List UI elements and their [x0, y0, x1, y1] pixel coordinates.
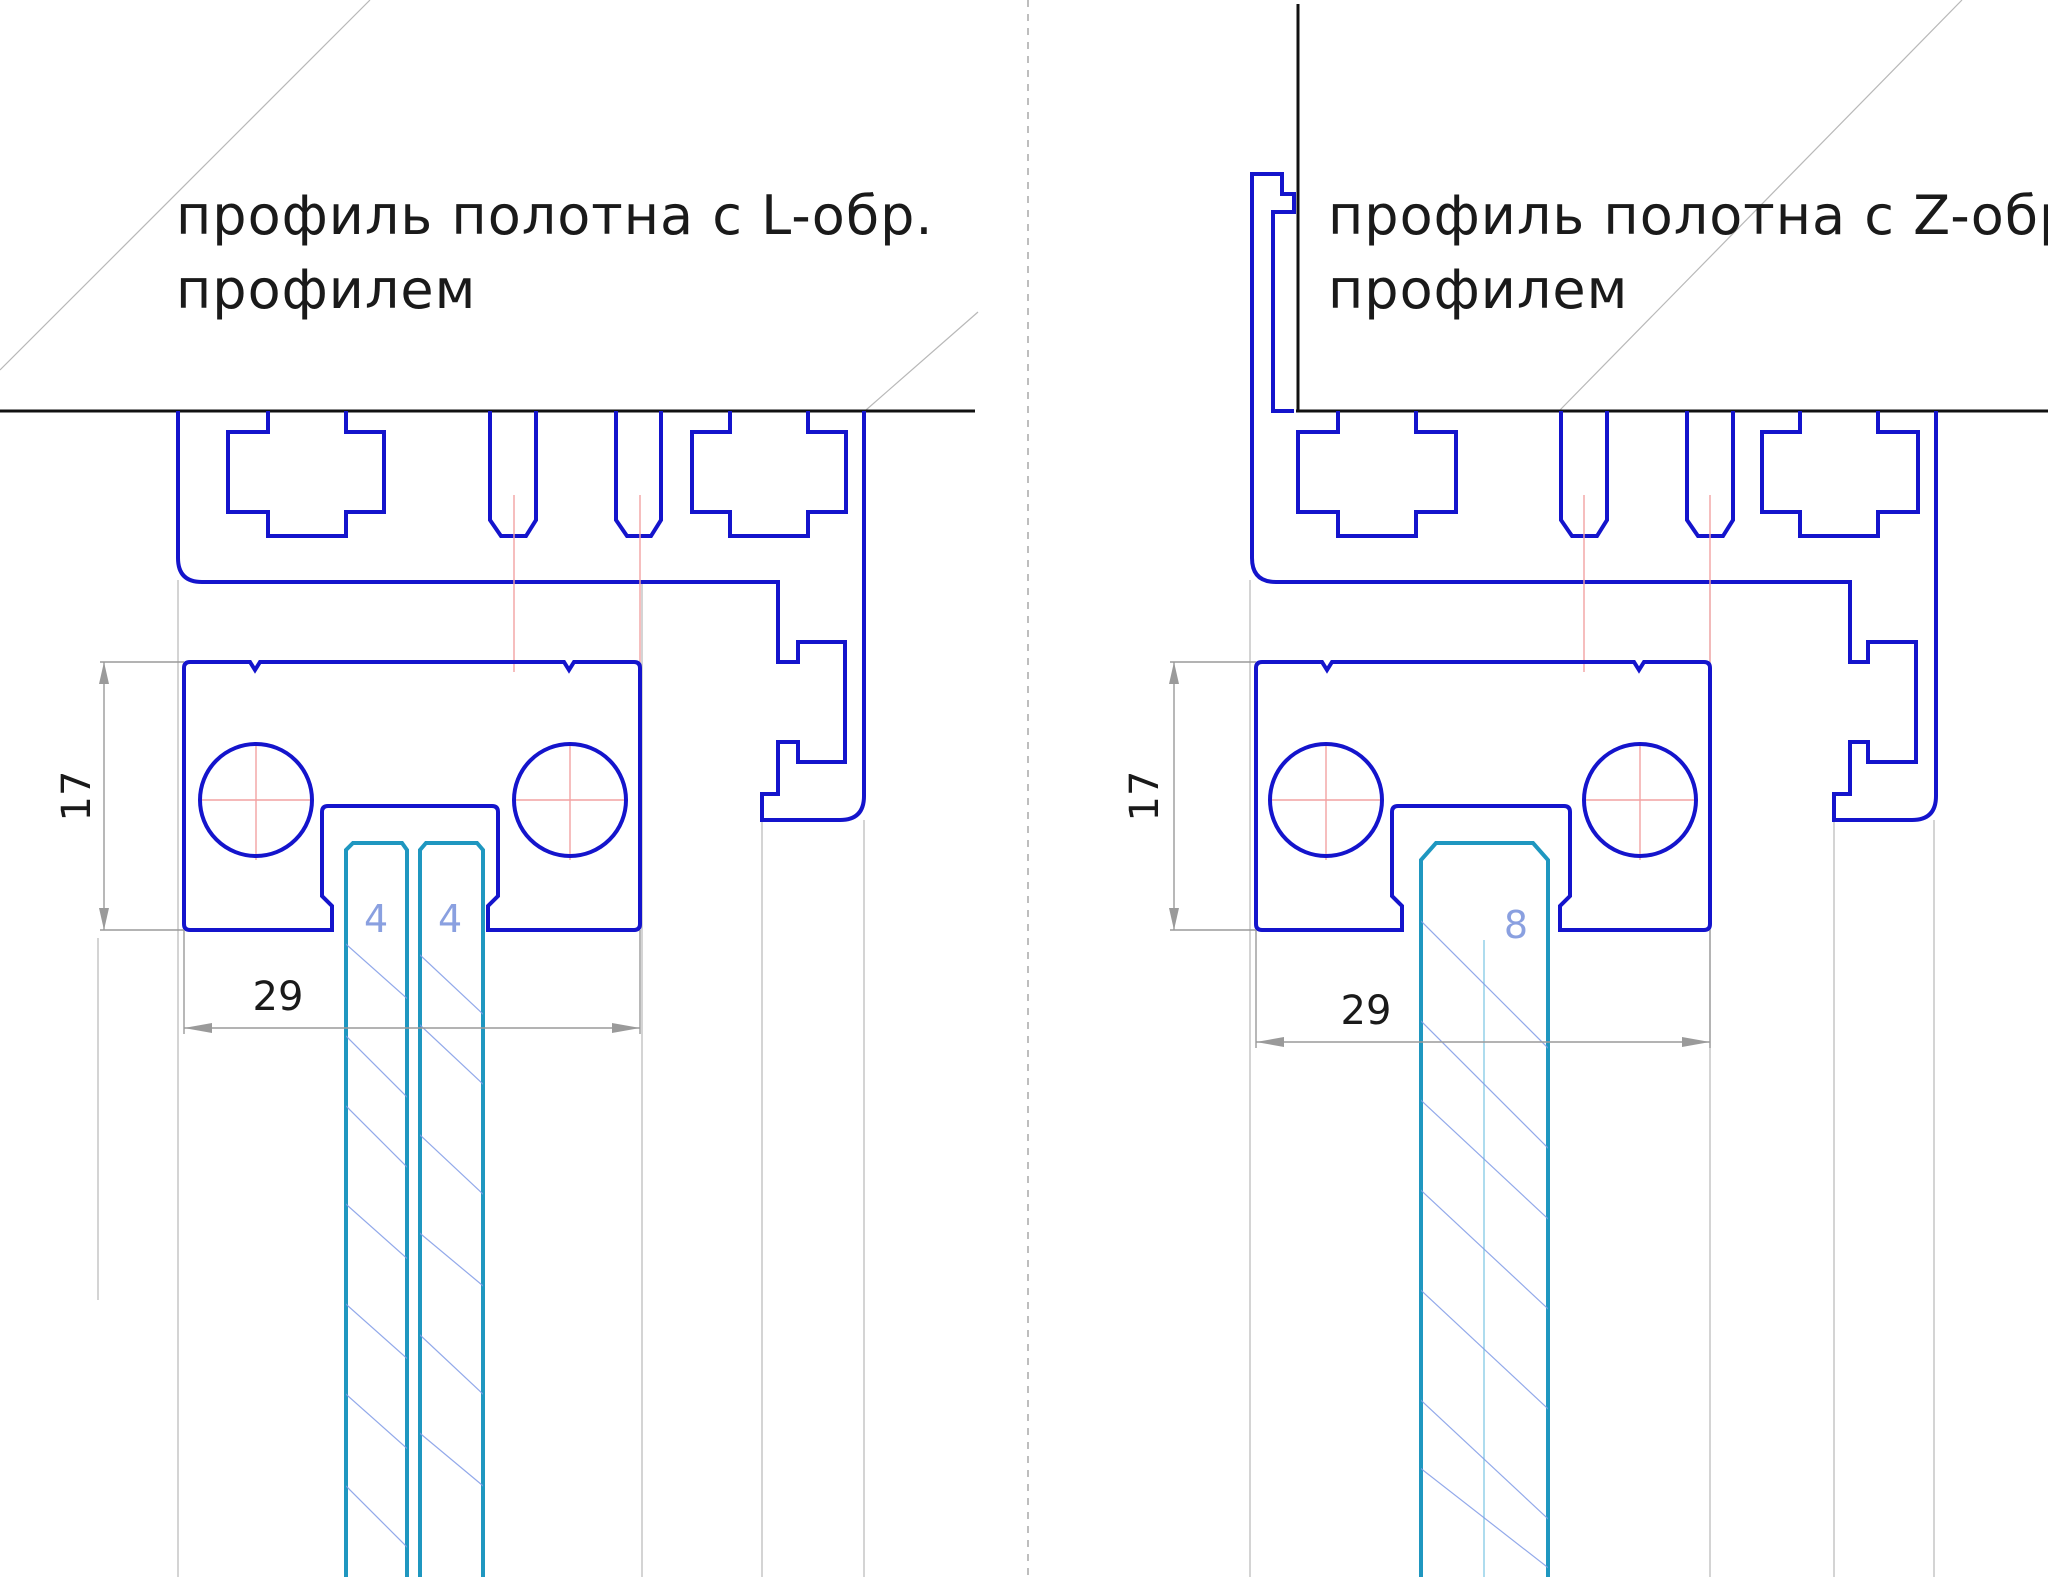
- right-carriage-hole-right: [1582, 742, 1698, 858]
- left-glass-thickness-1: 4: [364, 897, 388, 941]
- left-dimension-width: [183, 930, 641, 1034]
- right-panel-label-line2: профилем: [1328, 258, 1628, 321]
- left-carriage-hole-left: [198, 742, 314, 858]
- right-carriage-hole-left: [1268, 742, 1384, 858]
- right-dimension-width: [1255, 930, 1711, 1048]
- left-glass-pane-2: [418, 841, 485, 1577]
- left-dimension-width-label: 29: [253, 974, 304, 1020]
- left-panel-label-line2: профилем: [176, 258, 476, 321]
- right-dimension-width-label: 29: [1341, 988, 1392, 1034]
- right-dimension-height-label: 17: [1122, 771, 1168, 822]
- left-axis-lines: [198, 495, 641, 860]
- right-panel-label-line1: профиль полотна с Z-обр.: [1328, 184, 2048, 247]
- right-glass-thickness: 8: [1504, 903, 1528, 947]
- right-panel: профиль полотна с Z-обр. профилем: [1122, 0, 2048, 1577]
- right-axis-lines: [1268, 495, 1711, 860]
- right-dimension-height: [1169, 661, 1256, 931]
- left-carriage-hole-right: [512, 742, 628, 858]
- left-carriage-profile: [182, 660, 642, 932]
- left-glass-pane-1: [344, 841, 409, 1577]
- right-carriage-profile: [1254, 660, 1712, 932]
- left-construction-lines: [0, 0, 979, 1577]
- left-dimension-height-label: 17: [54, 771, 100, 822]
- left-panel-label-line1: профиль полотна с L-обр.: [176, 184, 934, 247]
- left-upper-rail-profile: [176, 411, 866, 822]
- right-glass-pane: [1419, 841, 1550, 1577]
- left-dimension-height: [99, 661, 184, 931]
- left-panel: профиль полотна с L-обр. профилем: [0, 0, 979, 1577]
- left-glass-thickness-2: 4: [438, 897, 462, 941]
